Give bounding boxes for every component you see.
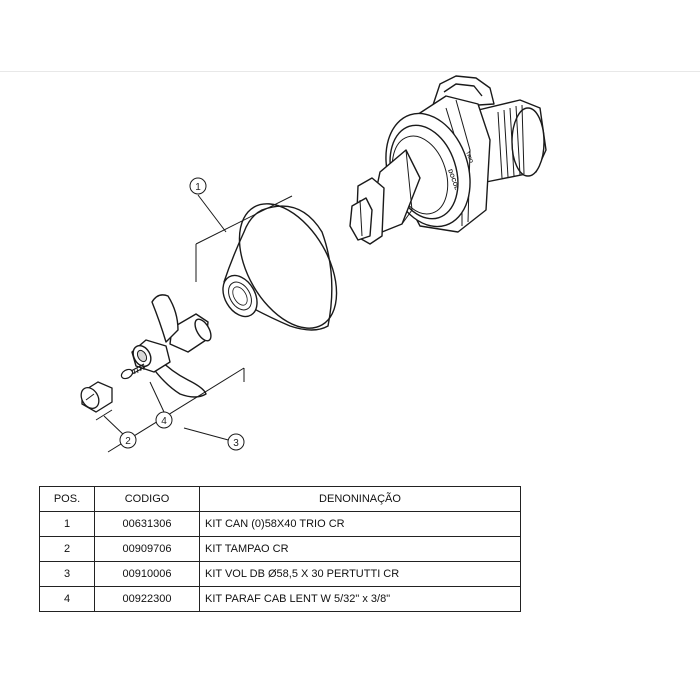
row-denominacao: KIT CAN (0)58X40 TRIO CR — [199, 511, 521, 537]
parts-table: POS. CODIGO DENONINAÇÃO 1 00631306 KIT C… — [39, 486, 521, 612]
parts-table-header-row: POS. CODIGO DENONINAÇÃO — [39, 486, 521, 512]
valve-body — [349, 75, 547, 245]
row-pos: 4 — [39, 586, 95, 612]
row-codigo: 00631306 — [94, 511, 200, 537]
cap-plug-part — [80, 381, 113, 413]
row-pos: 1 — [39, 511, 95, 537]
row-denominacao: KIT VOL DB Ø58,5 X 30 PERTUTTI CR — [199, 561, 521, 587]
exploded-parts-drawing: DOCOL TRIO — [80, 75, 547, 453]
callout-2: 2 — [119, 431, 137, 449]
table-row: 3 00910006 KIT VOL DB Ø58,5 X 30 PERTUTT… — [39, 561, 521, 587]
row-denominacao: KIT TAMPAO CR — [199, 536, 521, 562]
leader-lines — [95, 194, 293, 453]
header-pos: POS. — [39, 486, 95, 512]
canopy-part — [222, 203, 338, 331]
row-pos: 3 — [39, 561, 95, 587]
row-codigo: 00922300 — [94, 586, 200, 612]
svg-text:4: 4 — [161, 416, 167, 427]
table-row: 2 00909706 KIT TAMPAO CR — [39, 536, 521, 562]
callout-1: 1 — [189, 177, 207, 195]
top-divider — [0, 71, 700, 72]
screw-part — [120, 363, 146, 380]
svg-text:1: 1 — [195, 182, 201, 193]
svg-text:3: 3 — [233, 438, 239, 449]
valve-marking-model: TRIO — [464, 151, 474, 164]
svg-text:2: 2 — [125, 436, 131, 447]
row-denominacao: KIT PARAF CAB LENT W 5/32" x 3/8" — [199, 586, 521, 612]
row-pos: 2 — [39, 536, 95, 562]
table-row: 1 00631306 KIT CAN (0)58X40 TRIO CR — [39, 511, 521, 537]
callout-4: 4 — [155, 411, 173, 429]
table-row: 4 00922300 KIT PARAF CAB LENT W 5/32" x … — [39, 586, 521, 612]
callout-3: 3 — [227, 433, 245, 451]
row-codigo: 00909706 — [94, 536, 200, 562]
cross-handle-part — [131, 294, 212, 398]
row-codigo: 00910006 — [94, 561, 200, 587]
header-denominacao: DENONINAÇÃO — [199, 486, 521, 512]
header-codigo: CODIGO — [94, 486, 200, 512]
